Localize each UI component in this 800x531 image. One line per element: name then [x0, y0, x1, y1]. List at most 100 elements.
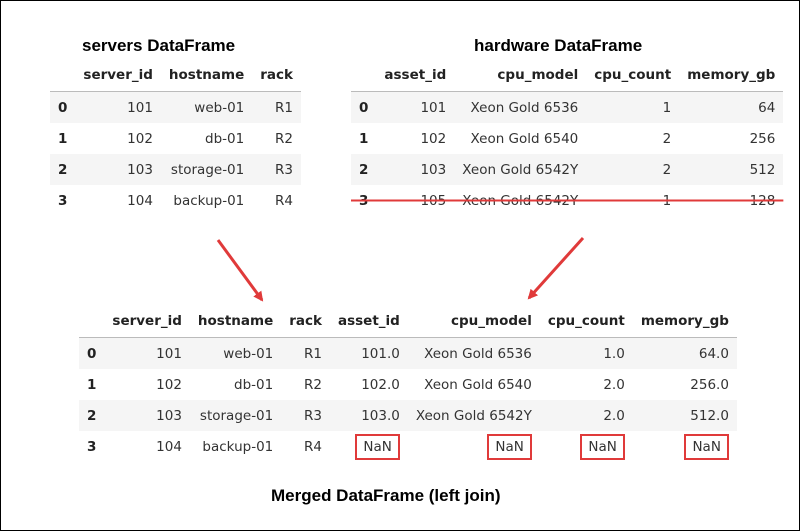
- row-index: 2: [359, 161, 369, 178]
- column-header: server_id: [104, 305, 190, 338]
- table-cell: R2: [275, 130, 293, 147]
- table-cell: 128: [749, 192, 776, 209]
- table-cell: 2.0: [603, 376, 625, 393]
- table-cell: 512: [749, 161, 776, 178]
- table-cell: web-01: [223, 345, 274, 362]
- table-row: 2 103 Xeon Gold 6542Y 2 512: [351, 154, 784, 185]
- column-header: memory_gb: [632, 305, 737, 338]
- table-cell: 103: [420, 161, 447, 178]
- table-cell: R3: [304, 407, 322, 424]
- table-row: 1 102 db-01 R2: [50, 123, 301, 154]
- index-header: [351, 59, 377, 92]
- index-header: [50, 59, 76, 92]
- row-index: 1: [359, 130, 369, 147]
- table-cell: Xeon Gold 6540: [470, 130, 579, 147]
- table-cell: 101: [156, 345, 182, 362]
- table-cell: R3: [275, 161, 293, 178]
- table-row: 2 103 storage-01 R3: [50, 154, 301, 185]
- table-cell: 101: [127, 99, 153, 116]
- table-cell: 104: [127, 192, 153, 209]
- table-cell: Xeon Gold 6542Y: [462, 161, 579, 178]
- column-header: hostname: [189, 305, 282, 338]
- column-header: asset_id: [330, 305, 408, 338]
- column-header: hostname: [160, 59, 253, 92]
- table-cell: 64: [758, 99, 776, 116]
- table-cell: 256: [749, 130, 776, 147]
- table-cell: 256.0: [690, 376, 729, 393]
- column-header: cpu_model: [454, 59, 587, 92]
- table-cell: NaN: [540, 431, 633, 462]
- table-cell: 105: [420, 192, 447, 209]
- hardware-title: hardware DataFrame: [474, 36, 643, 55]
- table-cell: NaN: [633, 431, 737, 462]
- table-cell: Xeon Gold 6542Y: [415, 407, 532, 424]
- row-index: 0: [359, 99, 369, 116]
- column-header: cpu_model: [407, 305, 540, 338]
- table-cell: 104: [156, 438, 182, 455]
- table-cell: 102: [127, 130, 153, 147]
- table-cell: R4: [304, 438, 322, 455]
- column-header: memory_gb: [679, 59, 784, 92]
- row-index: 0: [58, 99, 68, 116]
- row-index: 3: [359, 192, 369, 209]
- table-cell: 2: [662, 130, 672, 147]
- table-cell: storage-01: [199, 407, 274, 424]
- table-cell: db-01: [205, 130, 245, 147]
- table-cell: backup-01: [173, 192, 245, 209]
- table-cell: backup-01: [202, 438, 274, 455]
- table-cell: NaN: [330, 431, 408, 462]
- table-cell: 1: [662, 192, 672, 209]
- table-cell: 101.0: [361, 345, 400, 362]
- table-cell: R1: [275, 99, 293, 116]
- table-cell: web-01: [194, 99, 245, 116]
- column-header: rack: [281, 305, 330, 338]
- row-index: 1: [87, 376, 97, 393]
- table-cell: db-01: [234, 376, 274, 393]
- row-index: 2: [87, 407, 97, 424]
- table-cell: 101: [420, 99, 447, 116]
- table-cell: 103: [156, 407, 182, 424]
- row-index: 2: [58, 161, 68, 178]
- table-cell: 102: [420, 130, 447, 147]
- table-cell: 103.0: [361, 407, 400, 424]
- column-header: server_id: [75, 59, 161, 92]
- nan-highlight: NaN: [580, 433, 625, 460]
- table-cell: 102: [156, 376, 182, 393]
- nan-highlight: NaN: [487, 433, 532, 460]
- column-header: asset_id: [376, 59, 455, 92]
- table-cell: 64.0: [698, 345, 729, 362]
- column-header: cpu_count: [539, 305, 633, 338]
- table-cell: R2: [304, 376, 322, 393]
- table-cell: 1.0: [603, 345, 625, 362]
- nan-highlight: NaN: [355, 433, 400, 460]
- nan-highlight: NaN: [684, 433, 729, 460]
- table-cell: 103: [127, 161, 153, 178]
- row-index: 0: [87, 345, 97, 362]
- table-row: 2 103 storage-01 R3 103.0 Xeon Gold 6542Y 2.0 5…: [79, 400, 737, 431]
- column-header: rack: [252, 59, 301, 92]
- table-cell: Xeon Gold 6536: [470, 99, 579, 116]
- table-row: 0 101 web-01 R1: [50, 91, 301, 123]
- table-cell: 2: [662, 161, 672, 178]
- table-cell: 2.0: [603, 407, 625, 424]
- index-header: [79, 305, 105, 338]
- table-cell: Xeon Gold 6540: [424, 376, 532, 393]
- column-header: cpu_count: [586, 59, 680, 92]
- merged-title: Merged DataFrame (left join): [271, 486, 501, 505]
- row-index: 1: [58, 130, 68, 147]
- row-index: 3: [58, 192, 68, 209]
- table-cell: 512.0: [690, 407, 729, 424]
- table-cell: R1: [304, 345, 322, 362]
- table-cell: storage-01: [170, 161, 245, 178]
